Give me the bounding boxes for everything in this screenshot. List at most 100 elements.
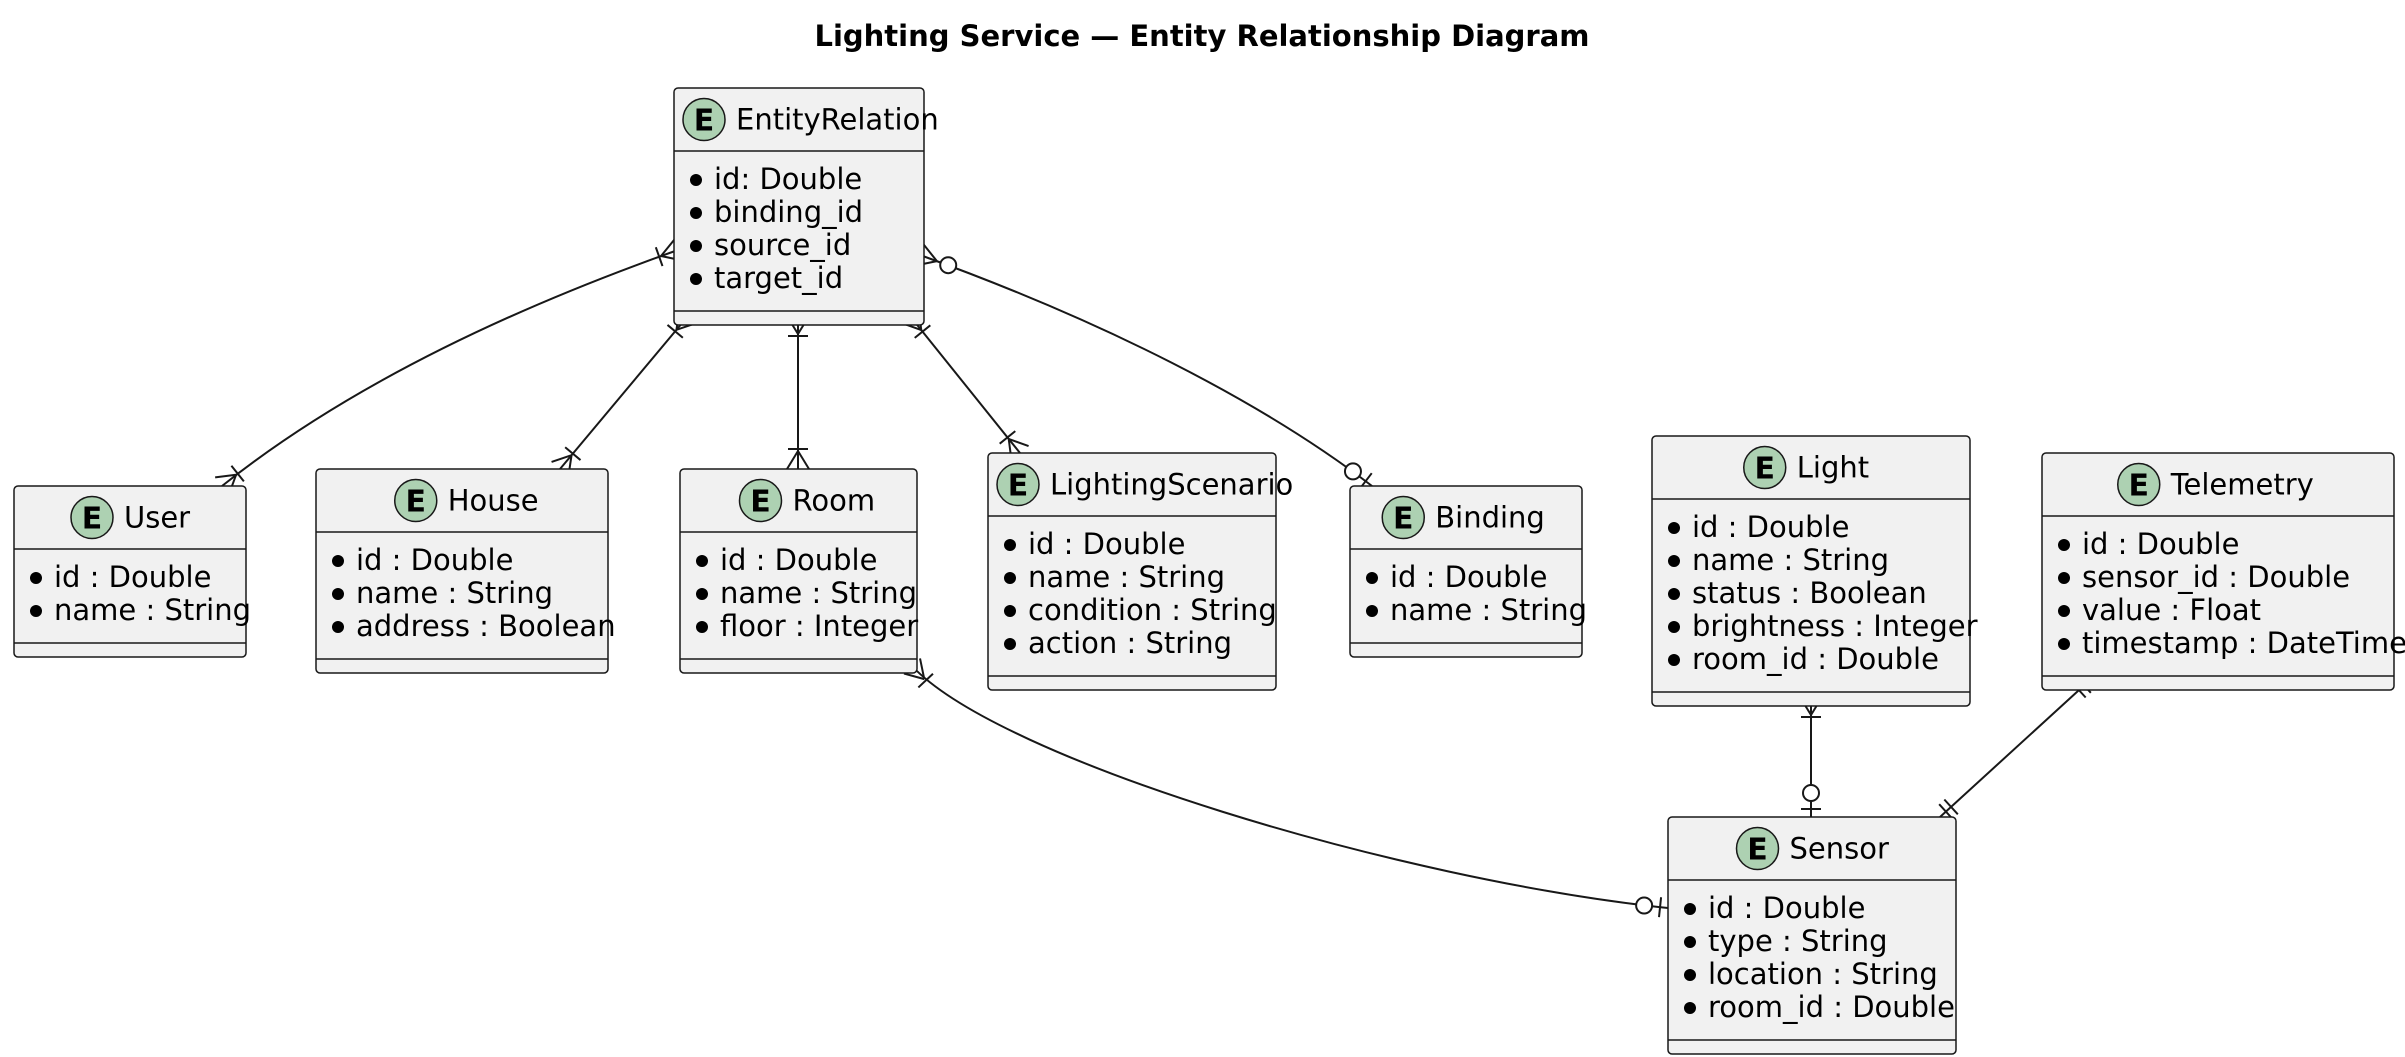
entity-attribute: location : String [1708,957,1938,991]
badge-letter: E [1393,502,1414,537]
attribute-bullet-icon [1668,588,1680,600]
entity-attribute: address : Boolean [356,609,616,643]
entity-attribute: room_id : Double [1708,990,1955,1024]
entity-box [679,468,918,674]
attribute-bullet-icon [2058,572,2070,584]
entity-badge-icon: E [394,478,438,523]
attribute-bullet-icon [30,605,42,617]
entity-badge-icon: E [682,97,726,142]
relationship-entity-relation-binding [916,244,1373,490]
relationship-entity-relation-house [551,308,697,477]
attribute-bullet-icon [696,588,708,600]
entity-badge-icon: E [738,478,783,523]
cardinality-zero-or-one-icon [1801,784,1821,810]
diagram-title: Lighting Service — Entity Relationship D… [814,19,1589,53]
attribute-bullet-icon [1004,539,1016,551]
entity-badge-icon: E [1381,495,1425,540]
attribute-bullet-icon [1668,621,1680,633]
entity-attribute: id : Double [1692,510,1849,544]
relationship-line [911,665,1669,909]
attribute-bullet-icon [30,572,42,584]
attribute-bullet-icon [332,588,344,600]
entity-box [2041,452,2395,691]
attribute-bullet-icon [2058,605,2070,617]
relationship-line [559,315,689,470]
entity-attribute: name : String [1692,543,1889,577]
entity-attribute: name : String [54,593,251,627]
relationship-entity-relation-room [786,315,810,470]
attribute-bullet-icon [1668,522,1680,534]
cardinality-zero-or-one-icon [1343,462,1373,490]
entity-attribute: room_id : Double [1692,642,1939,676]
attribute-bullet-icon [1366,572,1378,584]
entity-name: Telemetry [2170,468,2314,502]
relationship-room-sensor [903,658,1669,918]
cardinality-zero-or-one-icon [1635,896,1663,918]
badge-letter: E [1747,833,1768,868]
badge-letter: E [694,104,715,139]
entity-attribute: name : String [1028,560,1225,594]
attribute-bullet-icon [1684,936,1696,948]
attribute-bullet-icon [690,273,702,285]
entity-attribute: id : Double [356,543,513,577]
entity-name: Binding [1435,501,1545,535]
relationship-line [1939,679,2091,818]
badge-letter: E [406,485,427,520]
badge-letter: E [750,485,771,520]
relationship-line [909,315,1021,454]
entity-attribute: action : String [1028,626,1232,660]
entity-attribute: id : Double [1390,560,1547,594]
entity-box [673,87,925,326]
entity-box [315,468,609,674]
entity-name: Room [793,484,876,518]
entity-name: House [448,484,539,518]
entity-badge-icon: E [70,495,114,540]
attribute-bullet-icon [332,555,344,567]
attribute-bullet-icon [690,207,702,219]
attribute-bullet-icon [1668,654,1680,666]
entity-attribute: name : String [1390,593,1587,627]
attribute-bullet-icon [1684,969,1696,981]
entity-attribute: type : String [1708,924,1888,958]
relationship-line [221,249,679,487]
entity-attribute: brightness : Integer [1692,609,1978,643]
attribute-bullet-icon [1004,572,1016,584]
entity-attribute: name : String [356,576,553,610]
entity-attribute: timestamp : DateTime [2082,626,2405,660]
attribute-bullet-icon [1366,605,1378,617]
attribute-bullet-icon [1004,605,1016,617]
entity-attribute: floor : Integer [720,609,918,643]
cardinality-one-or-many-icon [786,448,810,470]
entity-name: LightingScenario [1050,468,1293,502]
attribute-bullet-icon [696,621,708,633]
entity-name: Light [1797,451,1869,485]
relationship-entity-relation-user [215,238,682,495]
entity-badge-icon: E [2117,462,2161,507]
attribute-bullet-icon [696,555,708,567]
entity-attribute: sensor_id : Double [2082,560,2350,594]
badge-letter: E [1008,469,1029,504]
entity-attribute: id : Double [1028,527,1185,561]
entity-attribute: source_id [714,228,851,262]
entity-box [1667,816,1957,1055]
attribute-bullet-icon [332,621,344,633]
entity-name: EntityRelation [736,103,939,137]
attribute-bullet-icon [690,174,702,186]
entity-box [13,485,247,658]
entity-attribute: name : String [720,576,917,610]
entity-attribute: binding_id [714,195,863,229]
attribute-bullet-icon [2058,539,2070,551]
entity-attribute: target_id [714,261,843,295]
cardinality-zero-or-many-icon [916,244,958,275]
entity-attribute: id : Double [2082,527,2239,561]
attribute-bullet-icon [2058,638,2070,650]
